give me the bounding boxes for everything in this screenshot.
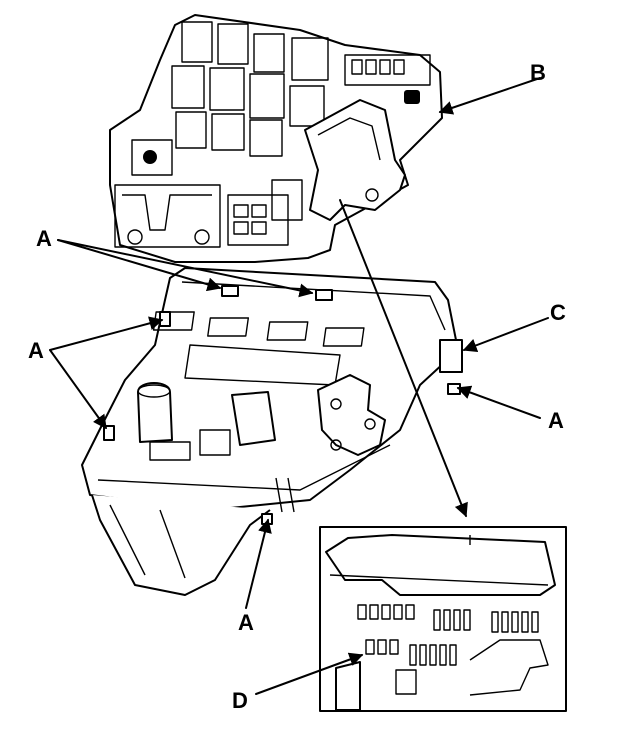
callout-b: B bbox=[530, 60, 546, 85]
inset-detail bbox=[319, 526, 567, 712]
upper-relay-block bbox=[109, 14, 443, 263]
callout-a-top: A bbox=[36, 226, 52, 251]
callout-c: C bbox=[550, 300, 566, 325]
lower-fuse-box bbox=[81, 267, 463, 596]
callout-a-right: A bbox=[548, 408, 564, 433]
leader-lines bbox=[49, 77, 549, 695]
callout-a-bottom: A bbox=[238, 610, 254, 635]
callout-d: D bbox=[232, 688, 248, 713]
callout-a-left: A bbox=[28, 338, 44, 363]
